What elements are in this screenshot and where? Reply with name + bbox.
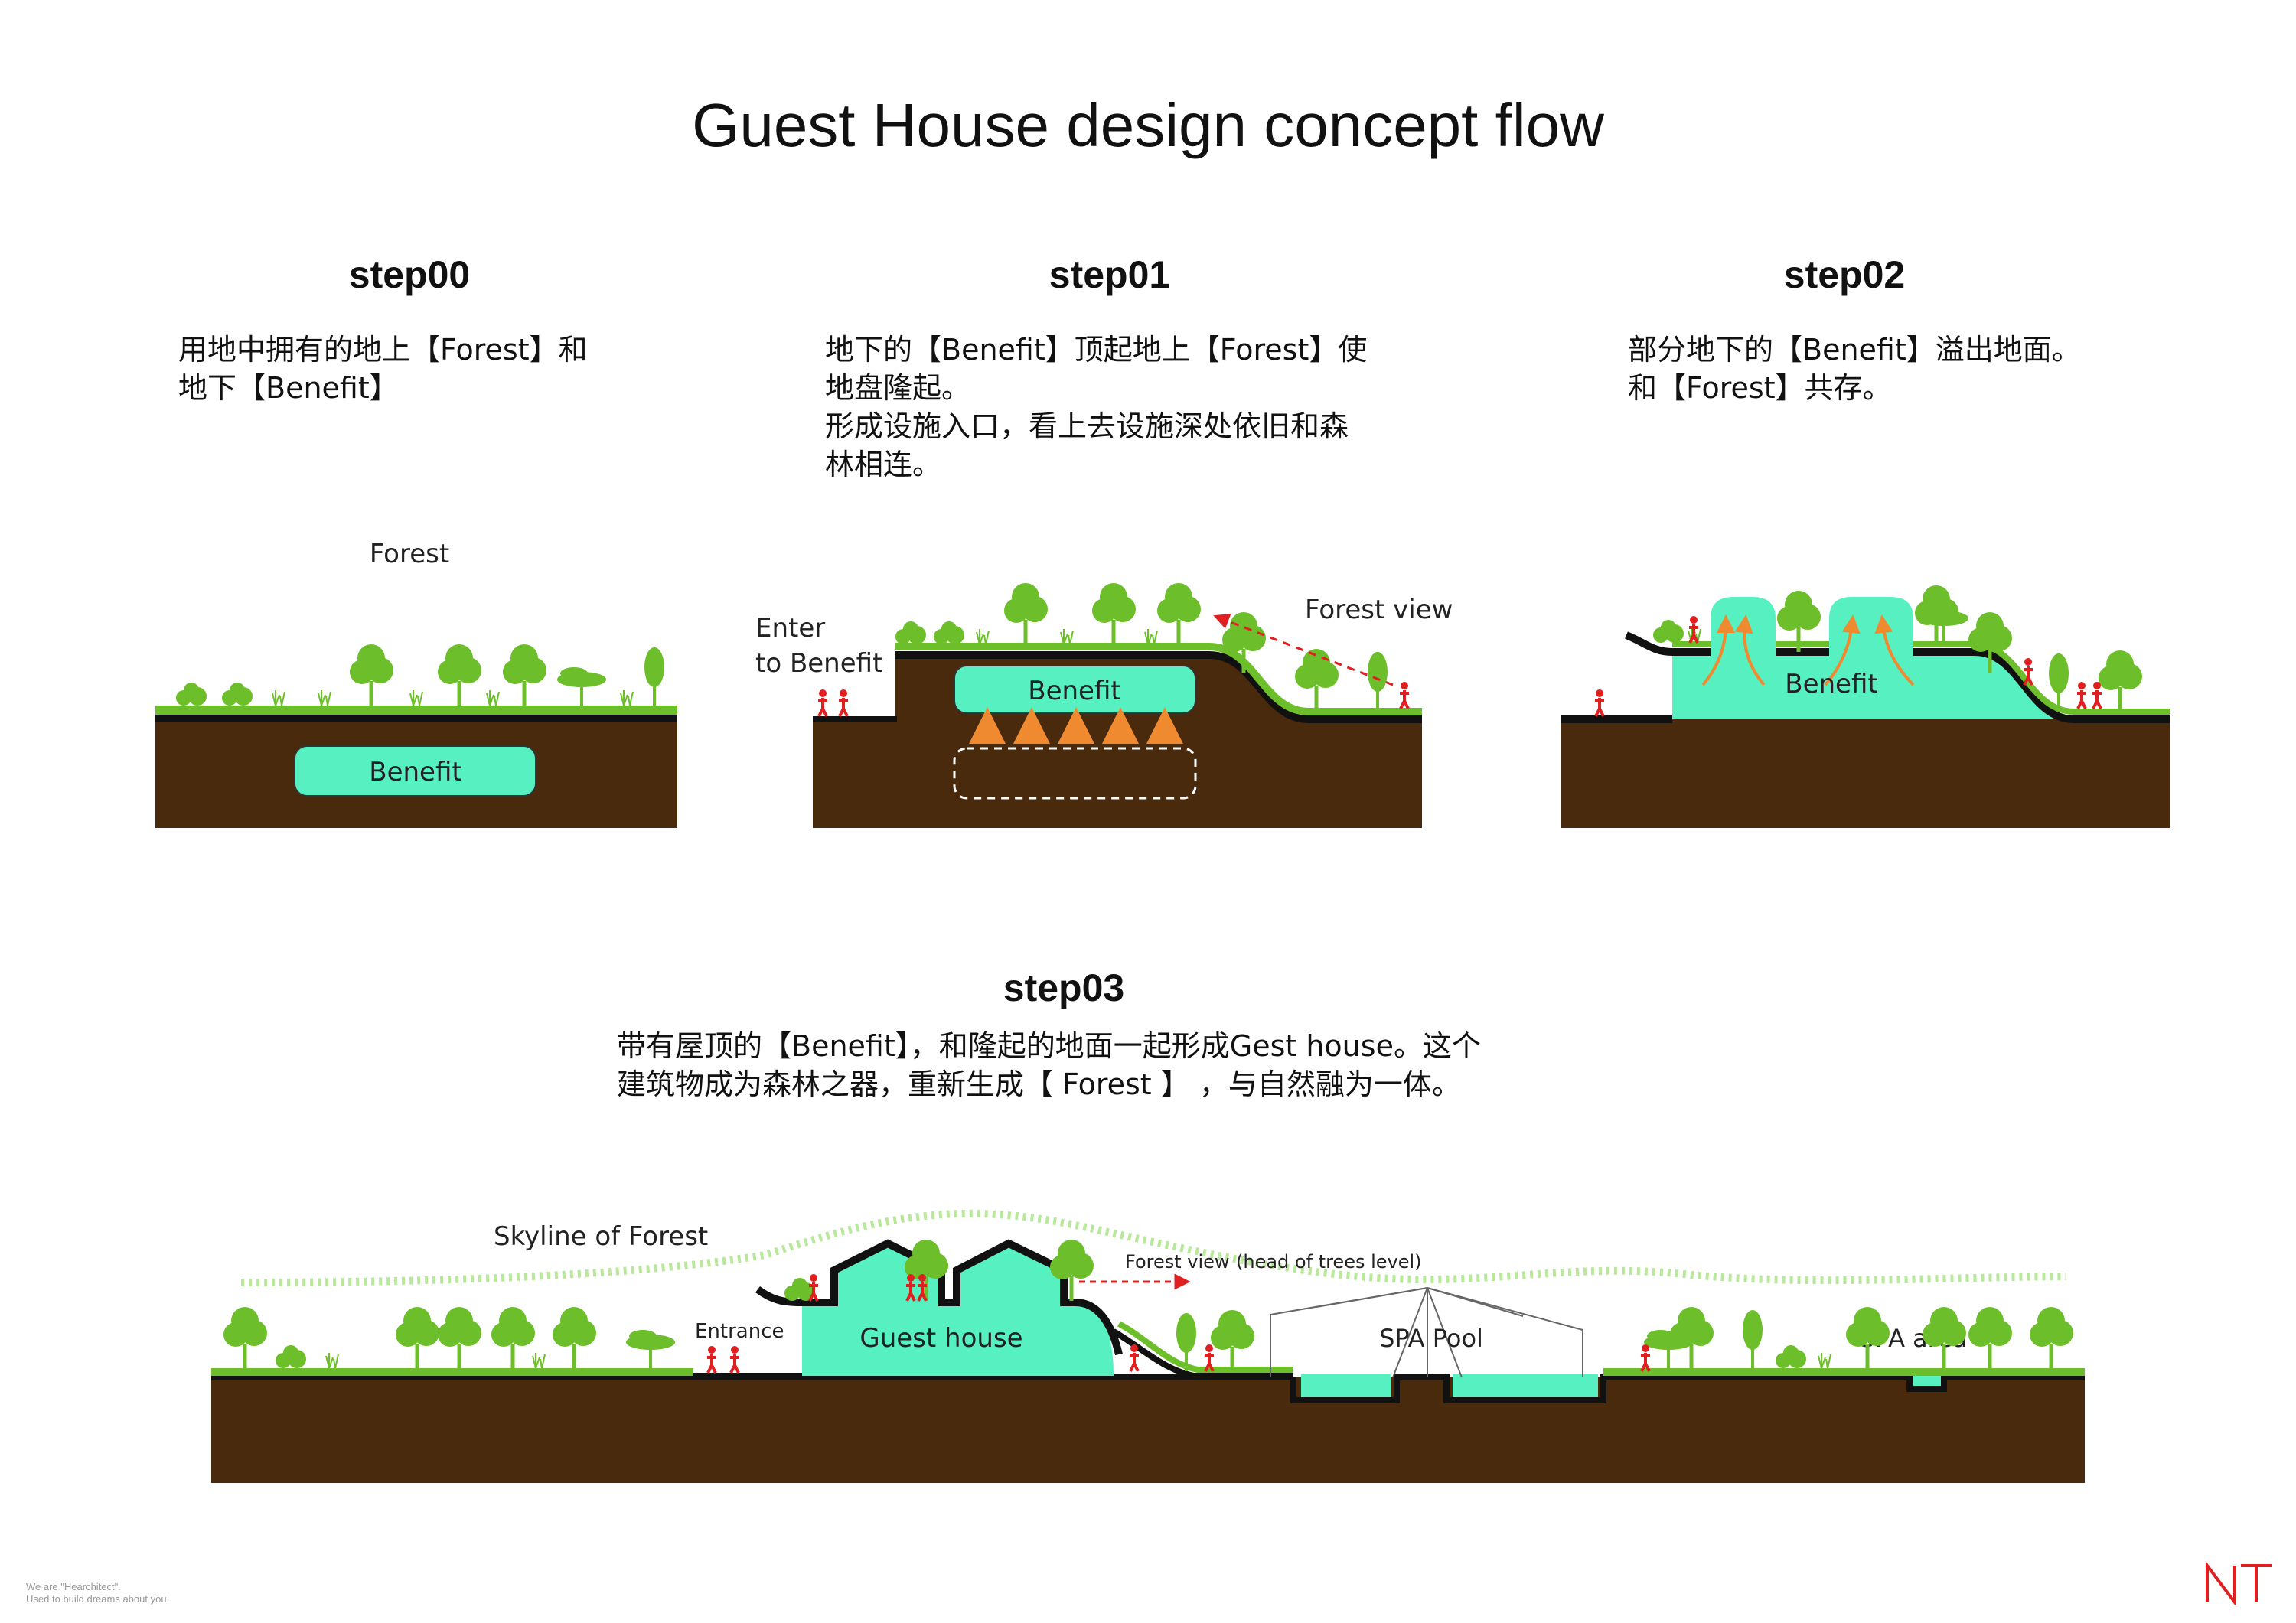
step03-forest-view-label: Forest view	[1125, 1251, 1230, 1273]
footer-slogan: We are "Hearchitect". Used to build drea…	[26, 1581, 170, 1605]
step01-enter-label-1: Enter	[755, 613, 825, 644]
step03-description: 带有屋顶的【Benefit】，和隆起的地面一起形成Gest house。这个 建…	[617, 1029, 1481, 1101]
step02-ground-edge	[1561, 631, 2170, 723]
step03-spa-pool-label: SPA Pool	[1379, 1324, 1483, 1353]
step03-entrance-label: Entrance	[695, 1320, 784, 1343]
step03-guest-house-roof	[755, 1239, 1123, 1356]
step02-benefit-arrows	[1701, 614, 1915, 686]
step01-section: Benefit Enter to Benefit Forest view	[755, 583, 1453, 828]
step01-benefit-label: Benefit	[1028, 676, 1120, 706]
step00-trees	[176, 644, 666, 706]
step00-benefit-label: Benefit	[369, 757, 461, 787]
step01-entry-ground	[813, 716, 897, 722]
page-title: Guest House design concept flow	[692, 91, 1604, 159]
step00-ground-line	[155, 715, 677, 722]
step03-pool-water-2	[1453, 1374, 1598, 1397]
step02-label: step02	[1783, 253, 1906, 296]
step00-forest-label: Forest	[370, 539, 449, 569]
step01-description: 地下的【Benefit】顶起地上【Forest】使 地盘隆起。 形成设施入口，看…	[825, 333, 1368, 481]
step01-forest-view-label: Forest view	[1305, 595, 1453, 625]
step02-section: Benefit	[1561, 585, 2170, 828]
step00-section: Benefit Forest	[155, 539, 677, 828]
step03-grass-left	[211, 1368, 693, 1376]
step03-forest-view-note: (head of trees level)	[1236, 1251, 1422, 1273]
step02-benefit-mass	[1672, 597, 2074, 719]
step03-label: step03	[1003, 966, 1125, 1009]
step02-benefit-label: Benefit	[1785, 669, 1877, 699]
step01-raised-grass	[895, 643, 1422, 715]
step03-entrance-ground	[693, 1373, 802, 1379]
step01-label: step01	[1049, 253, 1171, 296]
step00-benefit-box	[294, 745, 536, 797]
step03-spa-pool-tent	[1270, 1286, 1583, 1378]
nt-logo	[2206, 1561, 2272, 1605]
step00-description: 用地中拥有的地上【Forest】和 地下【Benefit】	[178, 333, 588, 405]
step01-original-benefit-outline	[953, 747, 1197, 800]
step03-guest-house-mass	[802, 1243, 1114, 1376]
step03-skyline-label: Skyline of Forest	[494, 1221, 708, 1252]
step01-push-arrows	[969, 707, 1183, 744]
step03-pool-water-1	[1301, 1374, 1391, 1397]
step02-soil	[1561, 719, 2170, 828]
step03-guest-house-label: Guest house	[859, 1323, 1022, 1354]
step03-slope	[1112, 1328, 1293, 1379]
step03-spa-water	[1913, 1374, 1941, 1386]
step00-label: step00	[348, 253, 471, 296]
step03-slope-grass	[1117, 1321, 1293, 1373]
step03-grass-right	[1603, 1368, 2085, 1376]
step00-grass-strip	[155, 706, 677, 715]
step02-description: 部分地下的【Benefit】溢出地面。 和【Forest】共存。	[1628, 333, 2081, 405]
step03-skyline-line	[240, 1209, 2067, 1286]
step01-view-arrow	[1213, 613, 1394, 686]
step03-soil	[211, 1377, 2085, 1483]
step01-raised-ground-edge	[895, 651, 1422, 723]
step01-enter-label-2: to Benefit	[755, 648, 882, 679]
step03-section: Guest house Entrance Skyline of Forest F…	[211, 1209, 2085, 1483]
